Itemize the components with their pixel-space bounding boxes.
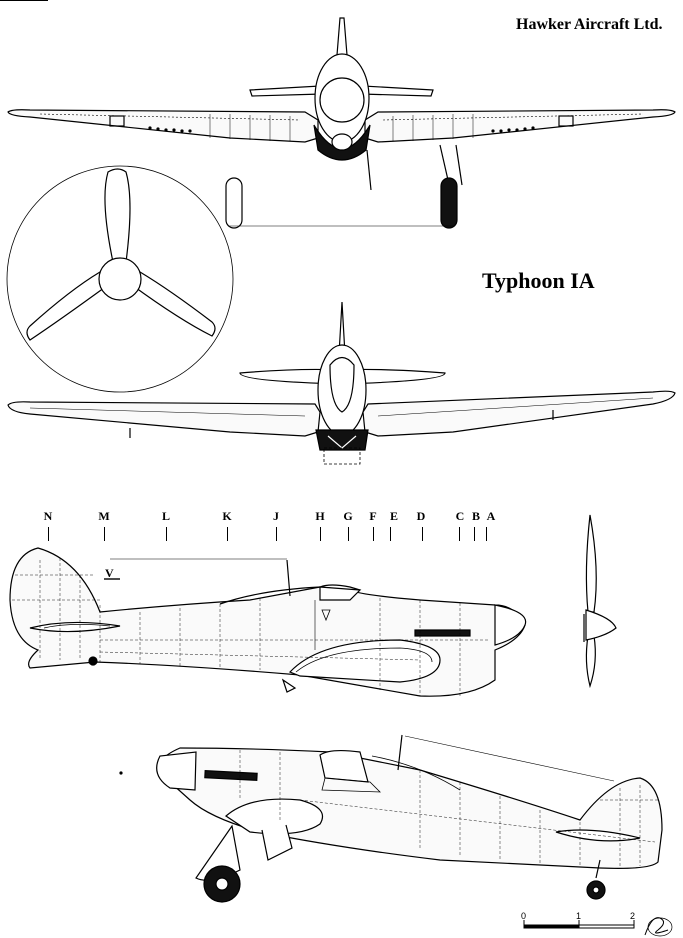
station-label: C bbox=[455, 509, 465, 523]
station-label: E bbox=[389, 509, 398, 523]
scale-label: 0 bbox=[521, 911, 527, 921]
station-label: N bbox=[43, 509, 53, 523]
station-tick bbox=[422, 527, 423, 541]
aircraft-ground-attitude-icon bbox=[119, 734, 663, 903]
station-tick bbox=[486, 527, 487, 541]
station-label: H bbox=[315, 509, 325, 523]
station-tick bbox=[227, 527, 228, 541]
aircraft-rear-view-icon bbox=[7, 301, 676, 465]
station-label: J bbox=[273, 509, 279, 523]
view-marker-label: V bbox=[105, 566, 114, 580]
scale-bar bbox=[523, 920, 635, 929]
station-tick bbox=[459, 527, 460, 541]
station-label: A bbox=[486, 509, 496, 523]
artist-signature-icon bbox=[644, 917, 673, 937]
aircraft-model-title: Typhoon IA bbox=[482, 268, 595, 293]
aircraft-side-view-icon bbox=[9, 547, 527, 697]
station-label: B bbox=[471, 509, 480, 523]
station-label: K bbox=[222, 509, 232, 523]
manufacturer-title: Hawker Aircraft Ltd. bbox=[516, 16, 663, 33]
station-label: G bbox=[343, 509, 353, 523]
station-tick bbox=[474, 527, 475, 541]
scale-label: 1 bbox=[576, 911, 582, 921]
station-label: M bbox=[98, 509, 110, 523]
station-tick bbox=[276, 527, 277, 541]
station-tick bbox=[348, 527, 349, 541]
station-label: L bbox=[161, 509, 170, 523]
propeller-side-icon bbox=[583, 514, 617, 689]
station-tick bbox=[104, 527, 105, 541]
propeller-disc-icon bbox=[6, 165, 234, 393]
station-tick bbox=[166, 527, 167, 541]
station-label: D bbox=[416, 509, 426, 523]
station-tick bbox=[48, 527, 49, 541]
aircraft-front-view-icon bbox=[7, 17, 676, 229]
station-label: F bbox=[369, 509, 377, 523]
station-tick bbox=[390, 527, 391, 541]
station-tick bbox=[373, 527, 374, 541]
scale-label: 2 bbox=[630, 911, 636, 921]
station-tick bbox=[320, 527, 321, 541]
